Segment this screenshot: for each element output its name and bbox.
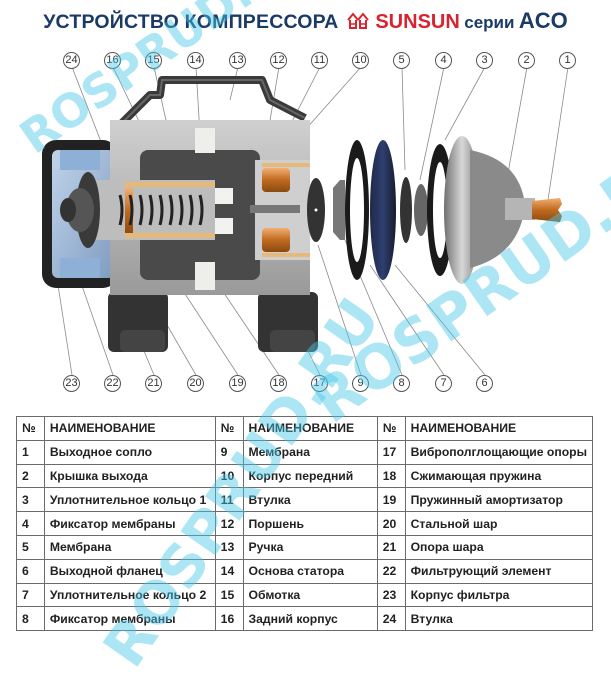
part-no: 2 <box>16 463 45 489</box>
part-no: 23 <box>376 582 406 608</box>
callout-13: 13 <box>229 52 246 69</box>
parts-table: № НАИМЕНОВАНИЕ № НАИМЕНОВАНИЕ № НАИМЕНОВ… <box>16 416 594 632</box>
part-no: 18 <box>376 463 406 489</box>
part-name: Выходной фланец <box>43 558 216 584</box>
part-name: Фиксатор мембраны <box>43 511 216 536</box>
part-name: Втулка <box>404 606 594 632</box>
part-name: Опора шара <box>404 534 594 560</box>
callout-16: 16 <box>104 52 121 69</box>
part-no: 1 <box>16 439 45 465</box>
callout-3: 3 <box>476 52 493 69</box>
part-name: Уплотнительное кольцо 1 <box>43 487 216 513</box>
callout-23: 23 <box>63 375 80 392</box>
part-no: 12 <box>214 511 244 536</box>
part-no: 7 <box>16 582 45 608</box>
part-no: 15 <box>214 582 244 608</box>
part-no: 3 <box>16 487 45 513</box>
part-name: Мембрана <box>43 534 216 560</box>
brand-name: SUNSUN <box>375 11 460 33</box>
callout-1: 1 <box>559 52 576 69</box>
callout-7: 7 <box>435 375 452 392</box>
part-no: 10 <box>214 463 244 489</box>
callout-24: 24 <box>63 52 80 69</box>
callout-6: 6 <box>476 375 493 392</box>
page-title: УСТРОЙСТВО КОМПРЕССОРА SUNSUN серии ACO <box>0 8 611 34</box>
callout-5: 5 <box>393 52 410 69</box>
part-no: 6 <box>16 558 45 584</box>
part-no: 20 <box>376 511 406 536</box>
part-no: 9 <box>214 439 244 465</box>
callout-11: 11 <box>311 52 328 69</box>
part-name: Поршень <box>242 511 378 536</box>
part-name: Мембрана <box>242 439 378 465</box>
callout-10: 10 <box>352 52 369 69</box>
part-name: Втулка <box>242 487 378 513</box>
part-name: Сжимающая пружина <box>404 463 594 489</box>
compressor-illustration <box>42 66 569 376</box>
callout-17: 17 <box>311 375 328 392</box>
series-label: серии <box>464 13 515 32</box>
callout-12: 12 <box>270 52 287 69</box>
callout-9: 9 <box>352 375 369 392</box>
part-name: Ручка <box>242 534 378 560</box>
part-name: Уплотнительное кольцо 2 <box>43 582 216 608</box>
part-name: Виброполглощающие опоры <box>404 439 594 465</box>
callout-19: 19 <box>229 375 246 392</box>
title-text: УСТРОЙСТВО КОМПРЕССОРА <box>43 11 339 33</box>
compressor-exploded-diagram: 24 16 15 14 13 12 11 10 5 4 3 2 1 23 22 … <box>0 45 611 410</box>
part-name: Пружинный амортизатор <box>404 487 594 513</box>
part-no: 24 <box>376 606 406 632</box>
part-no: 5 <box>16 534 45 560</box>
part-name: Выходное сопло <box>43 439 216 465</box>
callout-4: 4 <box>435 52 452 69</box>
part-no: 19 <box>376 487 406 513</box>
model-name: ACO <box>518 8 568 33</box>
part-no: 4 <box>16 511 45 536</box>
sunsun-logo-icon <box>347 12 369 29</box>
part-no: 14 <box>214 558 244 584</box>
part-no: 8 <box>16 606 45 632</box>
part-name: Крышка выхода <box>43 463 216 489</box>
part-no: 22 <box>376 558 406 584</box>
part-no: 13 <box>214 534 244 560</box>
callout-8: 8 <box>393 375 410 392</box>
col-header-name: НАИМЕНОВАНИЕ <box>43 416 216 441</box>
col-header-no: № <box>376 416 406 441</box>
part-no: 21 <box>376 534 406 560</box>
part-name: Фильтрующий элемент <box>404 558 594 584</box>
callout-2: 2 <box>518 52 535 69</box>
callout-14: 14 <box>187 52 204 69</box>
part-name: Корпус передний <box>242 463 378 489</box>
part-name: Фиксатор мембраны <box>43 606 216 632</box>
part-no: 11 <box>214 487 244 513</box>
part-name: Основа статора <box>242 558 378 584</box>
part-name: Стальной шар <box>404 511 594 536</box>
col-header-name: НАИМЕНОВАНИЕ <box>404 416 594 441</box>
callout-20: 20 <box>187 375 204 392</box>
col-header-no: № <box>16 416 45 441</box>
callout-21: 21 <box>145 375 162 392</box>
col-header-name: НАИМЕНОВАНИЕ <box>242 416 378 441</box>
callout-18: 18 <box>270 375 287 392</box>
callout-22: 22 <box>104 375 121 392</box>
callout-15: 15 <box>145 52 162 69</box>
part-name: Обмотка <box>242 582 378 608</box>
part-no: 17 <box>376 439 406 465</box>
col-header-no: № <box>214 416 244 441</box>
table-header-row: № НАИМЕНОВАНИЕ № НАИМЕНОВАНИЕ № НАИМЕНОВ… <box>16 416 594 441</box>
part-no: 16 <box>214 606 244 632</box>
part-name: Задний корпус <box>242 606 378 632</box>
part-name: Корпус фильтра <box>404 582 594 608</box>
